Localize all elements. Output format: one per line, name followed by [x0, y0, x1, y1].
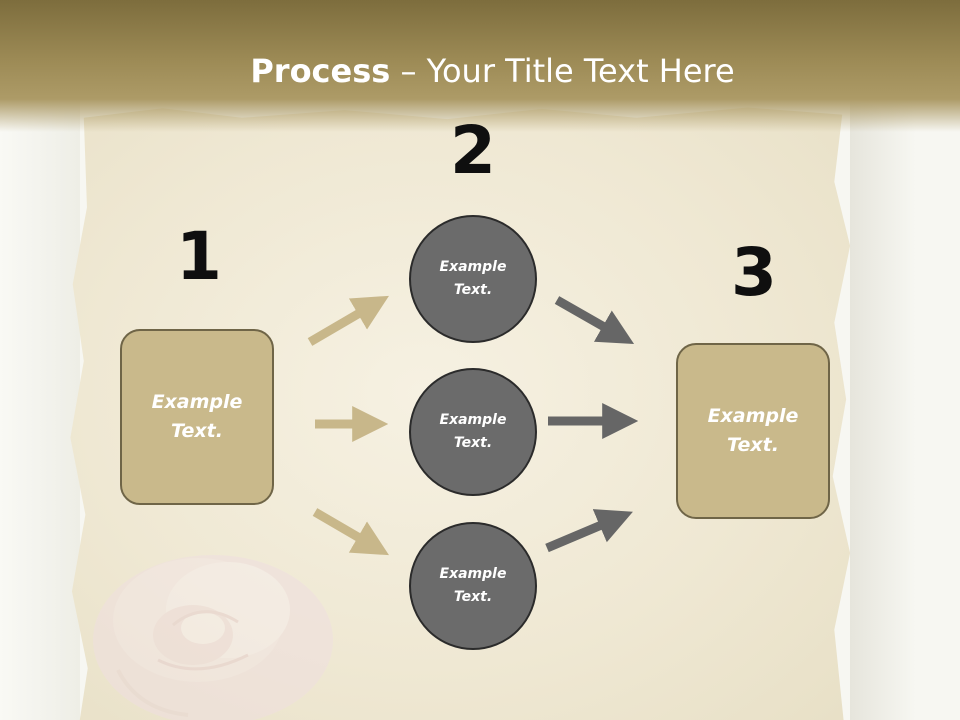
step-1-text-line1: Example	[151, 391, 243, 413]
title-rest: – Your Title Text Here	[390, 52, 735, 90]
slide-title: Process – Your Title Text Here	[0, 52, 960, 90]
arrow-1-to-top	[307, 295, 389, 346]
step-3-text-line2: Text.	[727, 434, 779, 456]
header-bar	[0, 0, 960, 132]
step-number-3: 3	[731, 234, 777, 311]
step-3-text-line1: Example	[707, 405, 799, 427]
circle-top-line1: Example	[439, 259, 507, 275]
step-number-1: 1	[176, 218, 222, 295]
arrow-1-to-bottom	[312, 508, 389, 556]
circle-bottom-line2: Text.	[453, 589, 493, 605]
circle-middle-line1: Example	[439, 412, 507, 428]
step-number-2: 2	[450, 112, 496, 189]
circle-bottom-line1: Example	[439, 566, 507, 582]
step-1-text-line2: Text.	[171, 420, 223, 442]
title-bold: Process	[250, 52, 391, 90]
arrow-top-to-3	[554, 296, 635, 345]
circle-middle-line2: Text.	[453, 435, 493, 451]
rose-image	[93, 555, 333, 720]
arrow-bottom-to-3	[545, 509, 633, 553]
circle-top-line2: Text.	[453, 282, 493, 298]
